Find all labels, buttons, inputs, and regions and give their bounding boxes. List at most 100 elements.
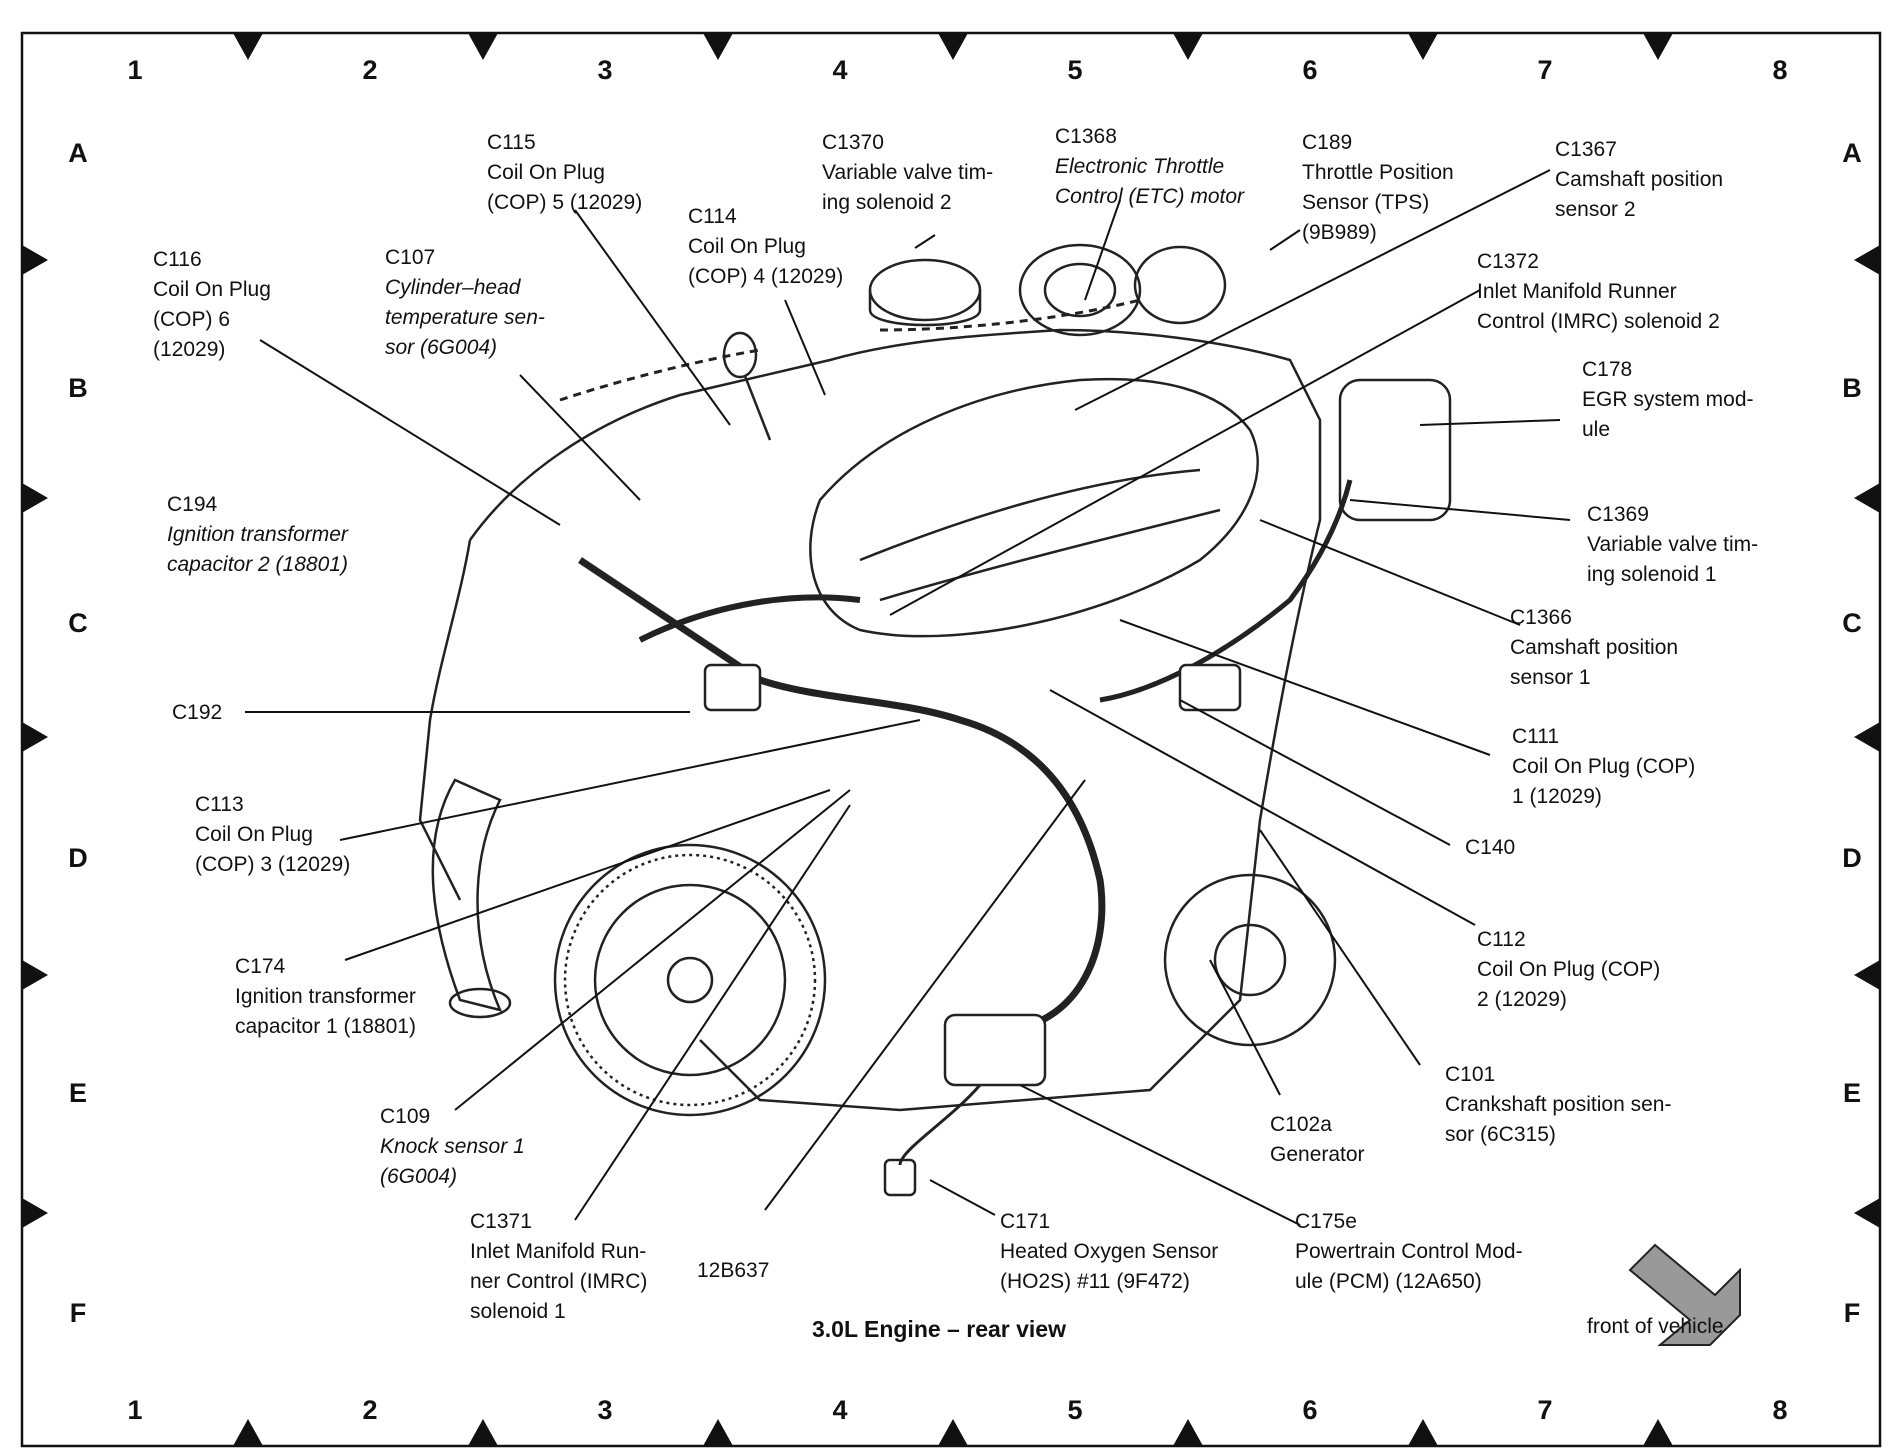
callout-text: Ignition transformer xyxy=(167,523,348,546)
callout-text: ule xyxy=(1582,418,1611,441)
grid-row-b-right: B xyxy=(1842,373,1862,403)
dipstick-ring xyxy=(722,331,758,379)
leader-c1367 xyxy=(1074,169,1551,411)
leader-c178 xyxy=(1419,419,1561,426)
grid-markers-right xyxy=(1854,245,1880,1228)
callout-code: C171 xyxy=(1000,1210,1051,1233)
grid-col-7-bottom: 7 xyxy=(1537,1395,1553,1425)
callout-text: sensor 2 xyxy=(1555,198,1636,221)
callout-c112: C112 Coil On Plug (COP) 2 (12029) xyxy=(1477,925,1660,1015)
leader-c140 xyxy=(1179,699,1451,846)
callout-text: Sensor (TPS) xyxy=(1302,191,1430,214)
grid-col-2-top: 2 xyxy=(362,55,378,85)
grid-row-a-left: A xyxy=(68,138,88,168)
oil-fill-cap-side xyxy=(868,290,982,327)
callout-text: ner Control (IMRC) xyxy=(470,1270,648,1293)
tps-housing xyxy=(1133,245,1227,325)
leader-c1372 xyxy=(889,289,1481,616)
callout-c1366: C1366 Camshaft position sensor 1 xyxy=(1510,603,1678,693)
grid-col-8-top: 8 xyxy=(1772,55,1788,85)
plenum-ridge xyxy=(859,468,1201,562)
grid-col-4-top: 4 xyxy=(832,55,848,85)
leader-c1368 xyxy=(1084,199,1121,301)
callout-c171: C171 Heated Oxygen Sensor (HO2S) #11 (9F… xyxy=(1000,1207,1218,1297)
grid-row-f-right: F xyxy=(1843,1298,1861,1328)
callout-c116: C116 Coil On Plug (COP) 6 (12029) xyxy=(153,245,271,365)
callout-code: C1371 xyxy=(470,1210,532,1233)
grid-row-c-left: C xyxy=(68,608,88,638)
callout-text: temperature sen- xyxy=(385,306,545,329)
harness-dashed-upper xyxy=(559,348,761,402)
exhaust-pipe-left xyxy=(431,778,503,1012)
wiring-harness-branch xyxy=(638,594,861,643)
callout-code: C175e xyxy=(1295,1210,1357,1233)
callout-c102a: C102a Generator xyxy=(1270,1110,1365,1170)
callout-text: Throttle Position xyxy=(1302,161,1454,184)
callout-code: C111 xyxy=(1512,725,1560,748)
grid-col-4-bottom: 4 xyxy=(832,1395,848,1425)
callout-text: ing solenoid 2 xyxy=(822,191,952,214)
callout-code: C189 xyxy=(1302,131,1353,154)
front-of-vehicle-arrow xyxy=(1628,1243,1741,1346)
callout-c174: C174 Ignition transformer capacitor 1 (1… xyxy=(235,952,416,1042)
harness-dashed-top xyxy=(879,298,1141,332)
callout-text: capacitor 1 (18801) xyxy=(235,1015,416,1038)
grid-col-6-bottom: 6 xyxy=(1302,1395,1318,1425)
callout-text: Crankshaft position sen- xyxy=(1445,1093,1672,1116)
leader-c102a xyxy=(1209,959,1281,1096)
grid-col-5-bottom: 5 xyxy=(1067,1395,1083,1425)
callout-code: 12B637 xyxy=(697,1259,770,1282)
callout-text: Knock sensor 1 xyxy=(380,1135,525,1158)
callout-text: EGR system mod- xyxy=(1582,388,1754,411)
callout-code: C192 xyxy=(172,701,223,724)
leader-lines xyxy=(245,169,1571,1226)
callout-text: (COP) 4 (12029) xyxy=(688,265,844,288)
callout-code: C102a xyxy=(1270,1113,1332,1136)
callout-text: 2 (12029) xyxy=(1477,988,1567,1011)
connector-c111 xyxy=(1178,663,1242,712)
callout-text: Inlet Manifold Runner xyxy=(1477,280,1677,303)
callout-c1370: C1370 Variable valve tim- ing solenoid 2 xyxy=(822,128,993,218)
grid-row-e-left: E xyxy=(68,1078,87,1108)
callout-text: Cylinder–head xyxy=(385,276,521,299)
leader-12b637 xyxy=(764,779,1086,1211)
leader-c189 xyxy=(1269,229,1301,251)
callout-code: C112 xyxy=(1477,928,1526,951)
callout-code: C116 xyxy=(153,248,202,271)
callout-text: sor (6C315) xyxy=(1445,1123,1556,1146)
oil-fill-cap xyxy=(868,258,982,322)
flywheel-hub xyxy=(666,956,714,1004)
callout-c114: C114 Coil On Plug (COP) 4 (12029) xyxy=(688,202,843,292)
callout-c1367: C1367 Camshaft position sensor 2 xyxy=(1555,135,1723,225)
grid-row-d-right: D xyxy=(1842,843,1862,873)
generator-pulley xyxy=(1213,923,1287,997)
grid-row-f-left: F xyxy=(69,1298,87,1328)
callout-text: Coil On Plug xyxy=(688,235,806,258)
callout-text: (HO2S) #11 (9F472) xyxy=(1000,1270,1190,1293)
flywheel-inner xyxy=(593,883,787,1077)
dipstick-tube xyxy=(743,375,772,441)
callout-c107: C107 Cylinder–head temperature sen- sor … xyxy=(385,243,545,363)
grid-col-1-top: 1 xyxy=(127,55,143,85)
callout-code: C140 xyxy=(1465,836,1516,859)
exhaust-flange xyxy=(448,987,512,1019)
callout-text: Variable valve tim- xyxy=(1587,533,1759,556)
callout-text: Control (IMRC) solenoid 2 xyxy=(1477,310,1720,333)
callout-text: (COP) 6 xyxy=(153,308,231,331)
connector-ho2s xyxy=(883,1158,917,1197)
callout-text: Electronic Throttle xyxy=(1055,155,1225,178)
grid-col-3-top: 3 xyxy=(597,55,613,85)
grid-markers-left xyxy=(22,245,48,1228)
throttle-bore xyxy=(1043,262,1117,318)
callout-text: Heated Oxygen Sensor xyxy=(1000,1240,1219,1263)
leader-c107 xyxy=(519,374,641,501)
callout-text: Camshaft position xyxy=(1510,636,1679,659)
callout-code: C178 xyxy=(1582,358,1633,381)
callout-c175e: C175e Powertrain Control Mod- ule (PCM) … xyxy=(1295,1207,1523,1297)
throttle-body xyxy=(1018,243,1142,337)
leader-c1369 xyxy=(1349,499,1571,521)
callout-text: Inlet Manifold Run- xyxy=(470,1240,647,1263)
grid-col-6-top: 6 xyxy=(1302,55,1318,85)
callout-code: C107 xyxy=(385,246,436,269)
flywheel-teeth xyxy=(563,853,817,1107)
